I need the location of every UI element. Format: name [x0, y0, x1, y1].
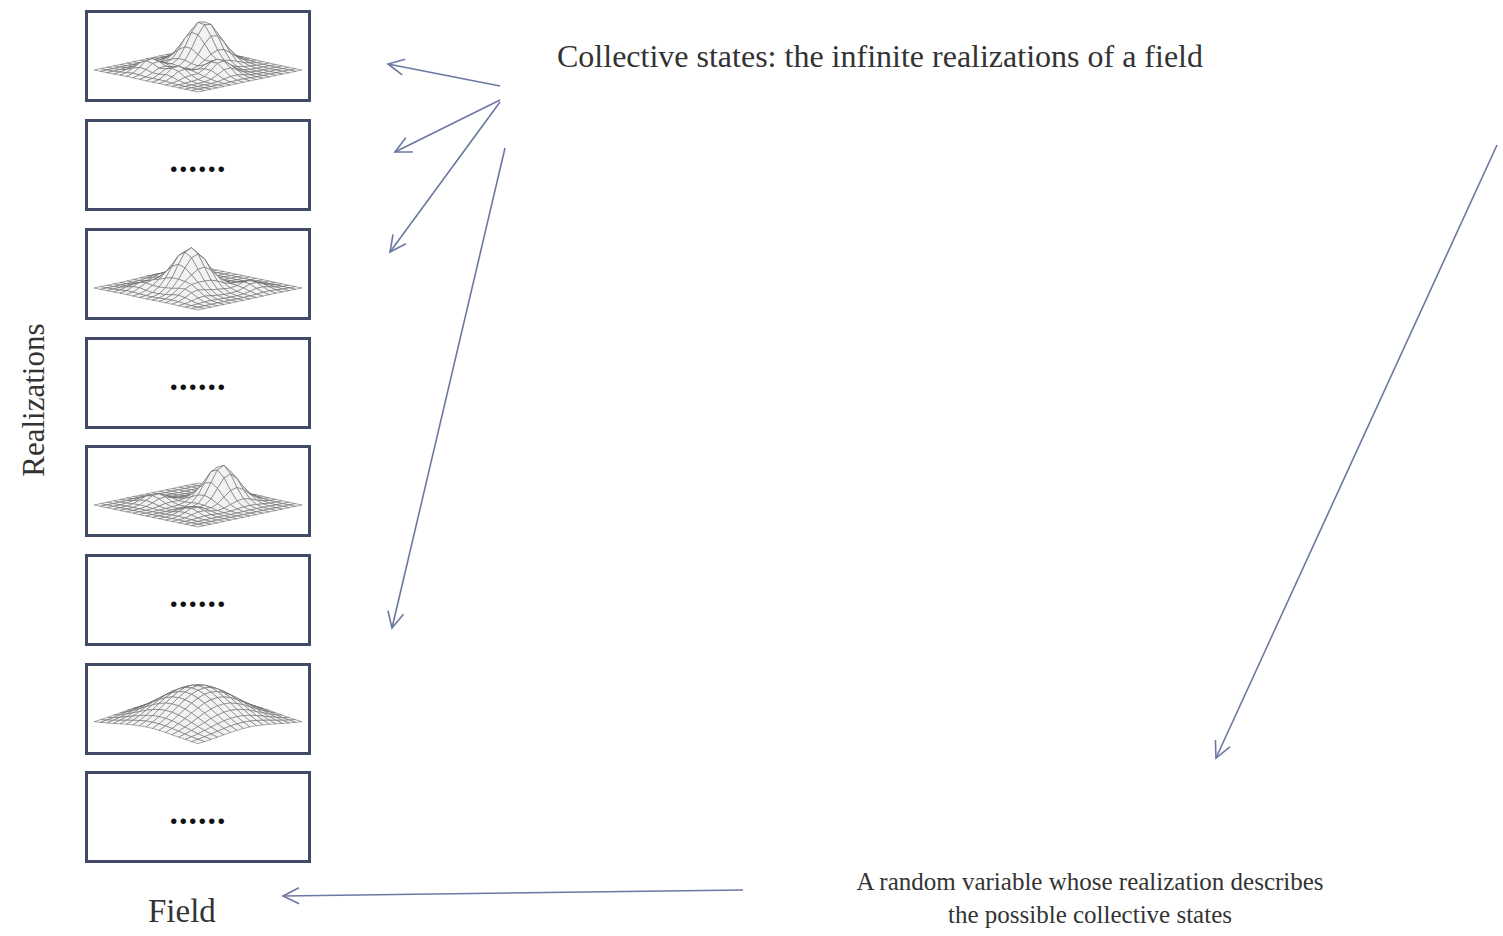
mesh-cell	[192, 739, 205, 743]
ellipsis-text: ......	[170, 144, 227, 186]
plot-frame	[87, 447, 310, 536]
plot-frame	[87, 12, 310, 101]
mesh-cell	[192, 89, 205, 92]
callout-text: Collective states: the infinite realizat…	[557, 36, 1203, 78]
ellipsis-text: ......	[170, 796, 227, 838]
callout-text: A random variable whose realization desc…	[850, 866, 1330, 931]
leader-arrow	[388, 64, 500, 86]
realization-box: ......	[85, 771, 311, 863]
plot-frame	[87, 230, 310, 319]
ellipsis-text: ......	[170, 579, 227, 621]
leader-arrow	[283, 890, 743, 896]
surface-plot	[94, 22, 302, 92]
plot-frame	[87, 665, 310, 754]
mesh-cell	[192, 524, 205, 527]
realization-box: ......	[85, 554, 311, 646]
leader-lines	[283, 64, 1497, 896]
mesh-cell	[192, 307, 205, 310]
field-label: Field	[148, 890, 216, 933]
leader-arrow	[1216, 145, 1497, 758]
leader-arrow	[392, 148, 505, 628]
ellipsis-text: ......	[170, 362, 227, 404]
axis-label: Realizations	[15, 323, 55, 476]
leader-arrow	[390, 102, 500, 252]
leader-arrow	[395, 100, 500, 152]
surface-plot	[94, 248, 302, 310]
realization-box: ......	[85, 119, 311, 211]
realization-box: ......	[85, 337, 311, 429]
surface-plot	[94, 465, 302, 527]
surface-plot	[94, 685, 302, 744]
